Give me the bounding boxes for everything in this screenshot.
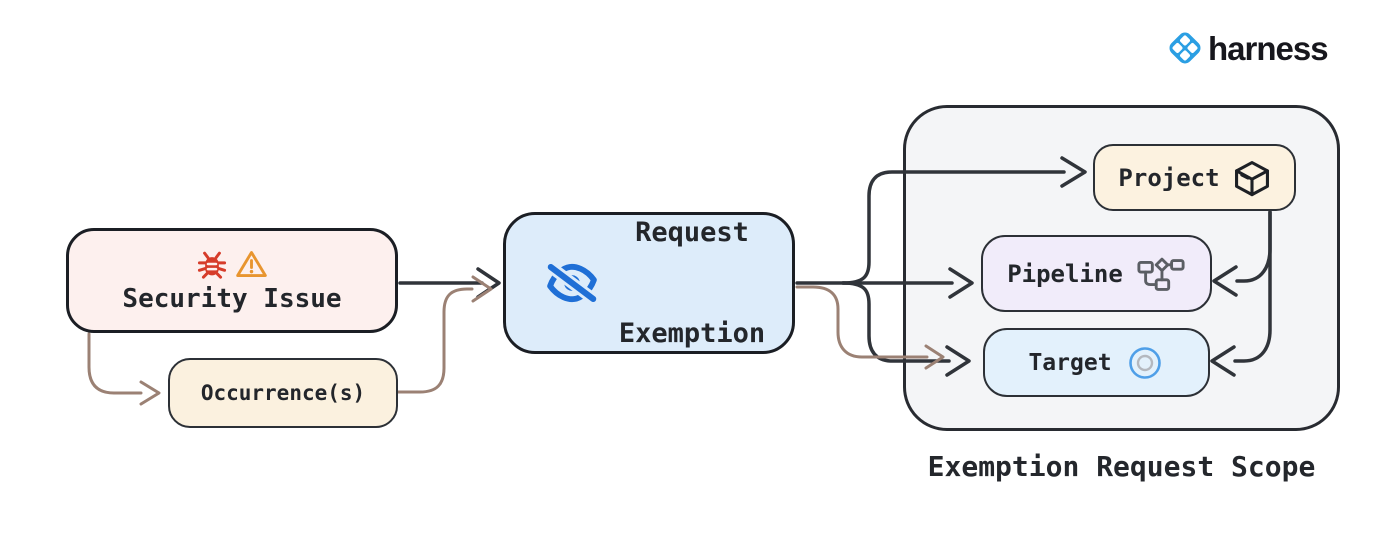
harness-logo: harness xyxy=(1166,28,1329,68)
edge-security-to-occurrences xyxy=(87,332,143,395)
arrowhead xyxy=(1212,265,1238,297)
scope-label: Exemption Request Scope xyxy=(927,450,1316,483)
edge-request-to-project xyxy=(841,170,1066,285)
node-request-exemption: Request Exemption xyxy=(503,212,795,354)
node-label: Target xyxy=(1028,349,1112,376)
edge-occurrences-to-request xyxy=(396,287,474,394)
node-occurrences: Occurrence(s) xyxy=(168,358,398,428)
node-project: Project xyxy=(1093,144,1296,211)
arrowhead xyxy=(471,275,493,303)
node-security-issue: Security Issue xyxy=(66,228,398,333)
edge-project-to-pipeline xyxy=(1235,210,1272,283)
node-target: Target xyxy=(983,328,1210,397)
arrowhead xyxy=(924,344,945,370)
harness-diamond-icon xyxy=(1169,32,1201,64)
node-label: Security Issue xyxy=(122,283,342,314)
node-label: Request Exemption xyxy=(618,216,766,349)
node-label: Occurrence(s) xyxy=(200,381,366,405)
pipeline-icon xyxy=(1137,257,1185,291)
node-label: Project xyxy=(1118,163,1220,192)
edge-request-to-target-brown xyxy=(795,285,929,359)
arrowhead xyxy=(1210,345,1236,377)
warning-icon xyxy=(236,250,267,277)
node-label: Pipeline xyxy=(1007,259,1123,288)
edge-project-to-target xyxy=(1233,210,1272,363)
arrowhead xyxy=(945,345,971,377)
eye-off-icon xyxy=(546,262,597,304)
arrowhead xyxy=(139,380,161,406)
bug-icon xyxy=(197,251,227,279)
package-icon xyxy=(1234,160,1269,196)
target-icon xyxy=(1128,346,1161,379)
edge-request-to-target xyxy=(841,281,951,363)
arrowhead xyxy=(1060,156,1087,188)
arrowhead xyxy=(948,267,974,299)
node-pipeline: Pipeline xyxy=(981,235,1212,312)
brand-name: harness xyxy=(1208,29,1329,67)
